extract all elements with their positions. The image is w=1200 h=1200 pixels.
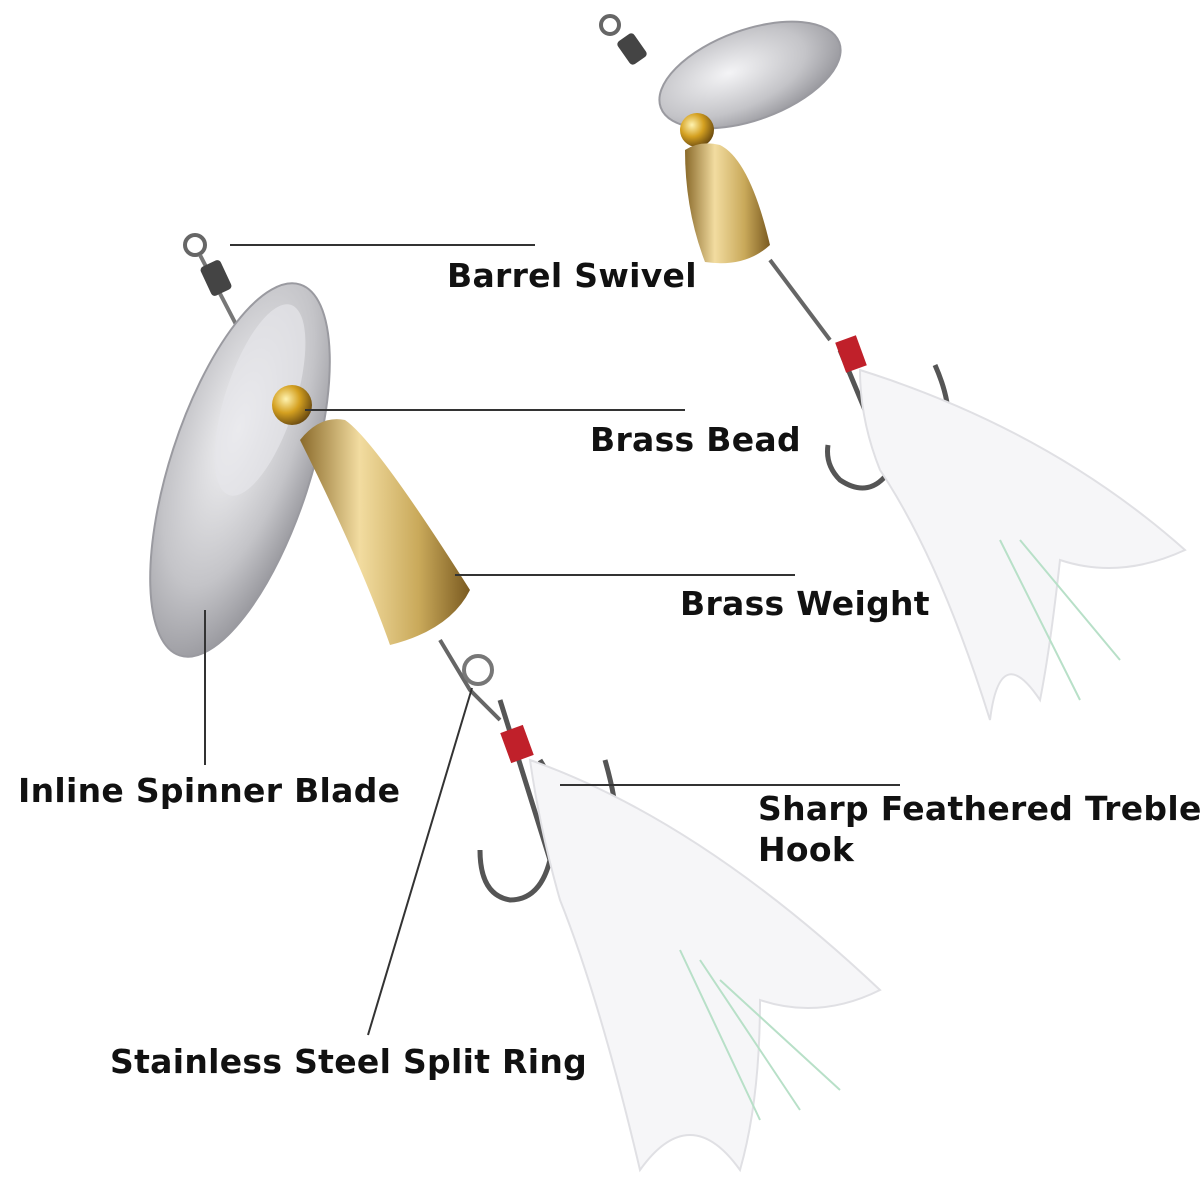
label-treble-hook-line2: Hook <box>758 830 855 869</box>
swivel-eye-icon <box>183 233 207 257</box>
leader-split-ring <box>367 687 473 1036</box>
label-brass-bead: Brass Bead <box>590 420 801 459</box>
split-ring-icon <box>462 654 494 686</box>
label-split-ring: Stainless Steel Split Ring <box>110 1042 588 1081</box>
small-lure <box>599 14 1187 721</box>
large-lure <box>149 233 882 1173</box>
label-barrel-swivel: Barrel Swivel <box>447 256 697 295</box>
white-feathers <box>528 758 882 1173</box>
treble-hook-icon <box>477 699 553 903</box>
leader-lines <box>204 244 900 1036</box>
label-treble-hook-line1: Sharp Feathered Treble <box>758 789 1200 828</box>
red-thread-wrap <box>500 724 534 764</box>
brass-weight-icon <box>300 419 470 645</box>
barrel-swivel-icon <box>200 260 232 296</box>
label-inline-spinner-blade: Inline Spinner Blade <box>18 771 401 810</box>
label-brass-weight: Brass Weight <box>680 584 930 623</box>
brass-bead-icon <box>272 385 312 425</box>
